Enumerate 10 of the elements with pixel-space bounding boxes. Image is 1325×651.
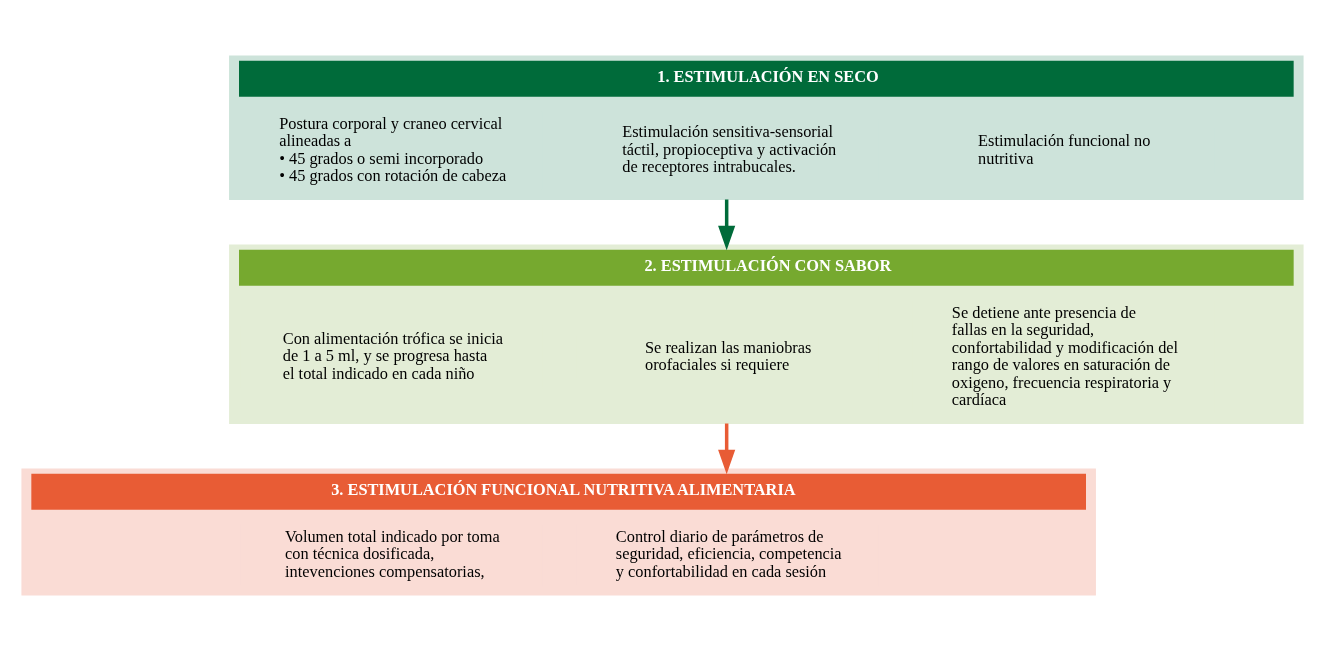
node-text: Con alimentación trófica se inicia de 1 a 5 ml, y se progresa hasta el total indicado en cada niño [282,328,504,383]
node-text: Estimulación sensitiva-sensorial táctil, propioceptiva y activación de receptores intrabucales. [622,122,837,177]
node-text: Postura corporal y craneo cervical alineadas a • 45 grados o semi incorporado • 45 grados con rotación de cabeza [279,113,507,186]
node-text: Se realizan las maniobras orofaciales si requiere [645,337,812,375]
node-text: Estimulación funcional no nutritiva [978,131,1151,168]
node-text: Volumen total indicado por toma con técnica dosificada, intevenciones compensatorias, [285,526,500,581]
arrow [718,199,736,251]
arrow [718,423,736,475]
node-text: Se detiene ante presencia de fallas en la seguridad, confortabilidad y modificación del rango de valores en saturación de oxigeno, frecuencia respiratoria y cardíaca [951,302,1179,410]
node-text: Control diario de parámetros de seguridad, eficiencia, competencia y confortabilidad en cada sesión [615,526,842,581]
